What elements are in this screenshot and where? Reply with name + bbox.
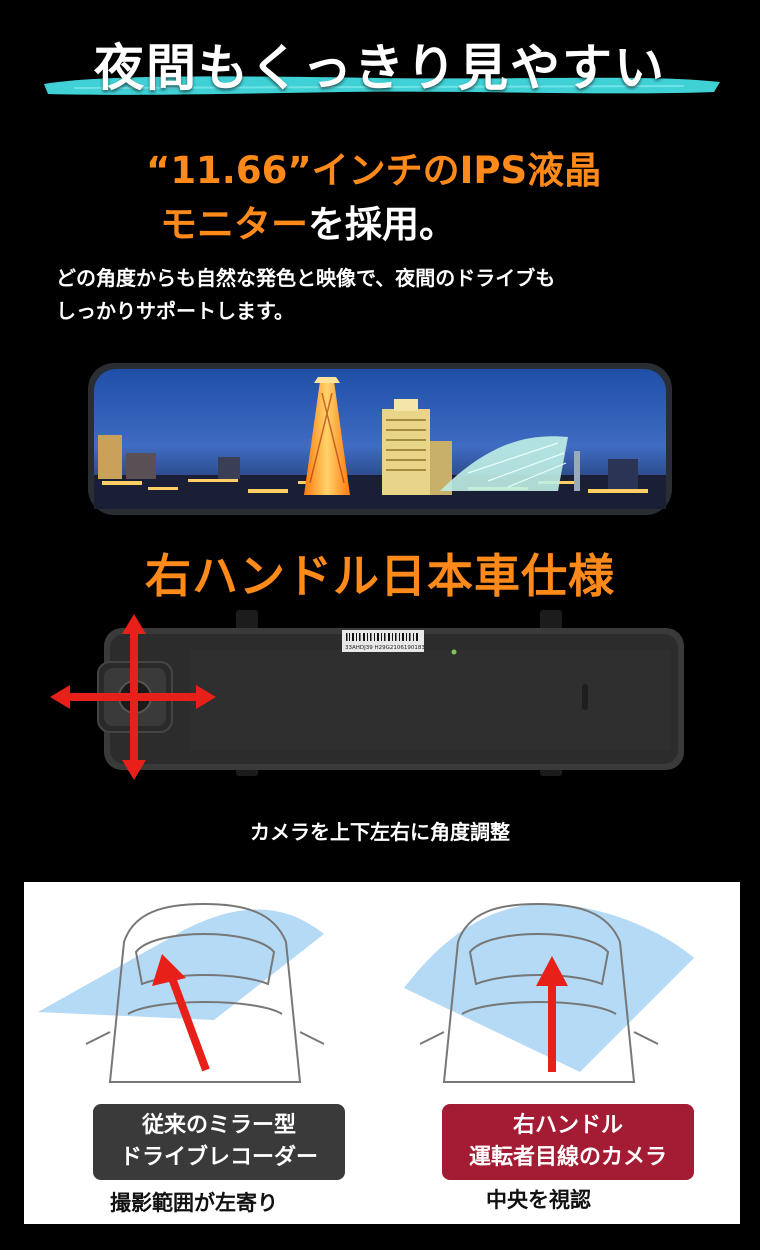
conventional-camera-label: 従来のミラー型 ドライブレコーダー [93, 1104, 345, 1180]
right-red-arrow [536, 956, 568, 1072]
left-red-arrow [152, 954, 210, 1072]
comparison-diagram [38, 902, 694, 1083]
feature-line-2: モニターを採用。 [160, 194, 456, 248]
center-view-caption: 中央を視認 [486, 1188, 591, 1212]
page-title: 夜間もくっきり見やすい [94, 39, 666, 97]
conventional-label-line-1: 従来のミラー型 [141, 1113, 296, 1138]
description-line-2: しっかりサポートします。 [56, 299, 294, 323]
feature-monitor-text: モニター [160, 203, 308, 246]
dashcam-device-image: 33AHDJ39 H29G2106190183 [50, 610, 684, 780]
barcode-text: 33AHDJ39 H29G2106190183 [345, 645, 425, 651]
description-text: どの角度からも自然な発色と映像で、夜間のドライブも しっかりサポートします。 [56, 262, 716, 328]
conventional-label-line-2: ドライブレコーダー [119, 1145, 318, 1170]
brush-stroke-decoration [44, 76, 720, 95]
driver-label-line-2: 運転者目線のカメラ [468, 1145, 667, 1170]
feature-line-1: “11.66”インチのIPS液晶 [146, 149, 602, 192]
feature-adopt-text: を採用。 [308, 203, 456, 246]
mirror-night-city-image [88, 363, 672, 515]
description-line-1: どの角度からも自然な発色と映像で、夜間のドライブも [56, 266, 556, 290]
driver-view-camera-label: 右ハンドル 運転者目線のカメラ [442, 1104, 694, 1180]
left-range-caption: 撮影範囲が左寄り [110, 1191, 278, 1215]
right-hand-drive-title: 右ハンドル日本車仕様 [145, 549, 615, 603]
camera-adjust-caption: カメラを上下左右に角度調整 [250, 820, 510, 844]
driver-label-line-1: 右ハンドル [512, 1113, 623, 1138]
